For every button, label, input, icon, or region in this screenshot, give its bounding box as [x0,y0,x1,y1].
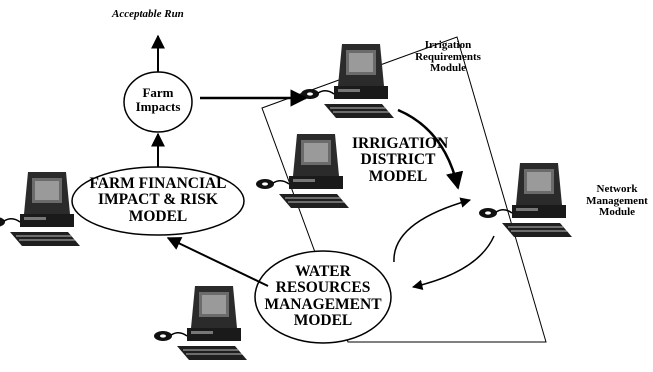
farm-financial-label: FARM FINANCIAL IMPACT & RISK MODEL [82,175,234,225]
irrigation-requirements-line-3: Module [429,62,467,75]
computer-irrigation-district-icon [255,133,350,209]
farm-impacts-label: Farm Impacts [128,86,188,113]
arrow-water-to-network [393,197,472,263]
network-management-line-1: Network [596,183,638,195]
computer-water-resources-icon [153,285,248,361]
network-management-line-2: Management [586,194,648,207]
water-resources-line-3: MANAGEMENT [264,295,382,313]
irrigation-district-line-1: IRRIGATION [352,135,449,152]
irrigation-requirements-line-1: Irrigation [424,39,472,51]
farm-impacts-line-1: Farm [142,85,174,100]
water-resources-node [254,250,392,344]
farm-financial-line-2: IMPACT & RISK [98,191,218,209]
irrigation-district-line-2: DISTRICT [360,151,436,169]
farm-impacts-line-2: Impacts [135,98,181,114]
water-resources-line-4: MODEL [293,311,353,329]
water-resources-label: WATER RESOURCES MANAGEMENT MODEL [258,263,388,329]
irrigation-district-line-3: MODEL [368,167,428,185]
arrow-network-to-water [411,235,495,290]
network-management-line-3: Module [598,206,636,219]
arrow-requirements-to-network [397,108,464,190]
arrow-water-to-financial [166,237,269,287]
farm-financial-line-1: FARM FINANCIAL [89,175,227,192]
computer-farm-financial-icon [0,171,81,247]
water-resources-line-2: RESOURCES [275,279,371,297]
irrigation-requirements-label: Irrigation Requirements Module [408,39,488,75]
network-management-label: Network Management Module [582,183,652,219]
irrigation-requirements-line-2: Requirements [415,50,481,63]
acceptable-run-label: Acceptable Run [112,8,184,20]
computer-irrigation-requirements-icon [300,43,395,119]
irrigation-district-label: IRRIGATION DISTRICT MODEL [352,135,449,185]
computer-network-management-icon [478,162,573,238]
water-resources-line-1: WATER [295,263,351,280]
farm-financial-line-3: MODEL [128,207,188,225]
